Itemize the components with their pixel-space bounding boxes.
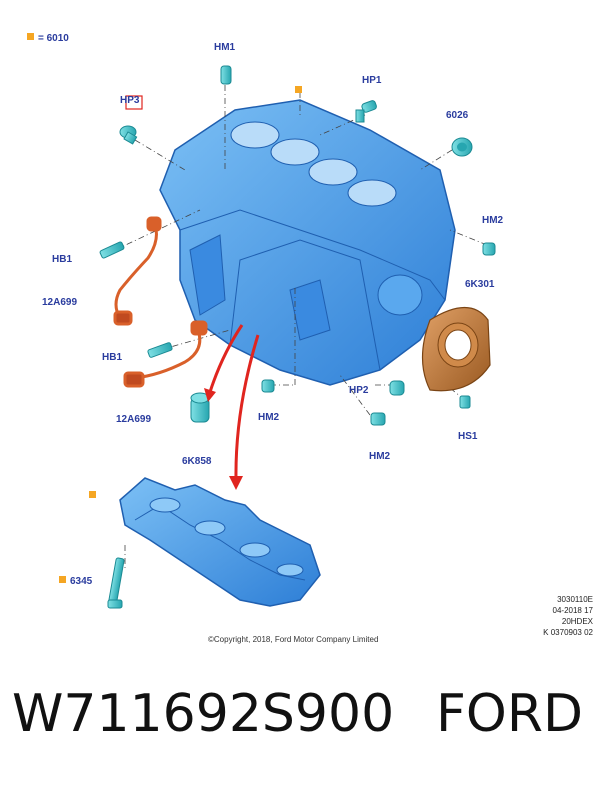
label-hb1-top: HB1 <box>52 254 72 265</box>
label-hp1: HP1 <box>362 75 382 86</box>
arrow-head-1 <box>204 388 216 402</box>
label-hs1: HS1 <box>458 431 478 442</box>
bearing-ladder-frame <box>119 477 321 607</box>
bolt-hm2-center <box>261 379 275 393</box>
label-12a699-bottom: 12A699 <box>116 414 151 425</box>
bolt-hb1-bottom <box>147 342 173 358</box>
bolt-hb1-top <box>99 241 125 259</box>
engine-block <box>159 99 456 386</box>
plug-6026 <box>451 137 473 157</box>
bolt-hm2-right <box>482 242 496 256</box>
copyright-text: ©Copyright, 2018, Ford Motor Company Lim… <box>208 635 378 644</box>
label-hm2-bottom: HM2 <box>369 451 391 462</box>
marker-6010-ladder <box>89 491 96 498</box>
marker-6345 <box>59 576 66 583</box>
meta-line-1: 3030110E <box>557 595 593 604</box>
sensor-6k858 <box>190 392 210 423</box>
bolt-hp1 <box>355 100 377 123</box>
part-number: W711692S900 <box>12 684 395 744</box>
label-hm2-center: HM2 <box>258 412 280 423</box>
bolt-hs1 <box>459 395 471 409</box>
bolt-hm2-bottom <box>370 412 386 426</box>
legend-text: = 6010 <box>38 33 69 44</box>
label-hm2-right: HM2 <box>482 215 504 226</box>
label-6k301: 6K301 <box>465 279 495 290</box>
callout-box-hp3 <box>125 95 143 110</box>
label-hb1-bottom: HB1 <box>102 352 122 363</box>
marker-6010-block <box>295 86 302 93</box>
direction-arrows <box>208 324 260 481</box>
exploded-parts-diagram: = 6010 <box>27 33 504 644</box>
bolt-hp3 <box>119 125 138 145</box>
meta-line-3: 20HDEX <box>561 617 593 626</box>
label-6k858: 6K858 <box>182 456 212 467</box>
label-12a699-top: 12A699 <box>42 297 77 308</box>
bolt-6345 <box>107 557 125 609</box>
meta-line-2: 04-2018 17 <box>552 606 593 615</box>
bolt-hp2 <box>389 380 405 396</box>
label-hm1: HM1 <box>214 42 236 53</box>
drawing-meta: 3030110E 04-2018 17 20HDEX K 0370903 02 <box>541 594 593 638</box>
rear-seal-6k301 <box>421 307 491 392</box>
label-hp3: HP3 <box>120 95 140 106</box>
label-hp2: HP2 <box>349 385 369 396</box>
harness-12a699-top <box>113 216 162 326</box>
label-6026: 6026 <box>446 110 469 121</box>
bolt-hm1 <box>220 65 232 85</box>
brand-name: FORD <box>436 684 584 744</box>
legend-marker <box>27 33 34 40</box>
arrow-head-2 <box>229 476 243 490</box>
label-6345: 6345 <box>70 576 93 587</box>
meta-line-4: K 0370903 02 <box>543 628 593 637</box>
harness-12a699-bottom <box>123 320 208 388</box>
